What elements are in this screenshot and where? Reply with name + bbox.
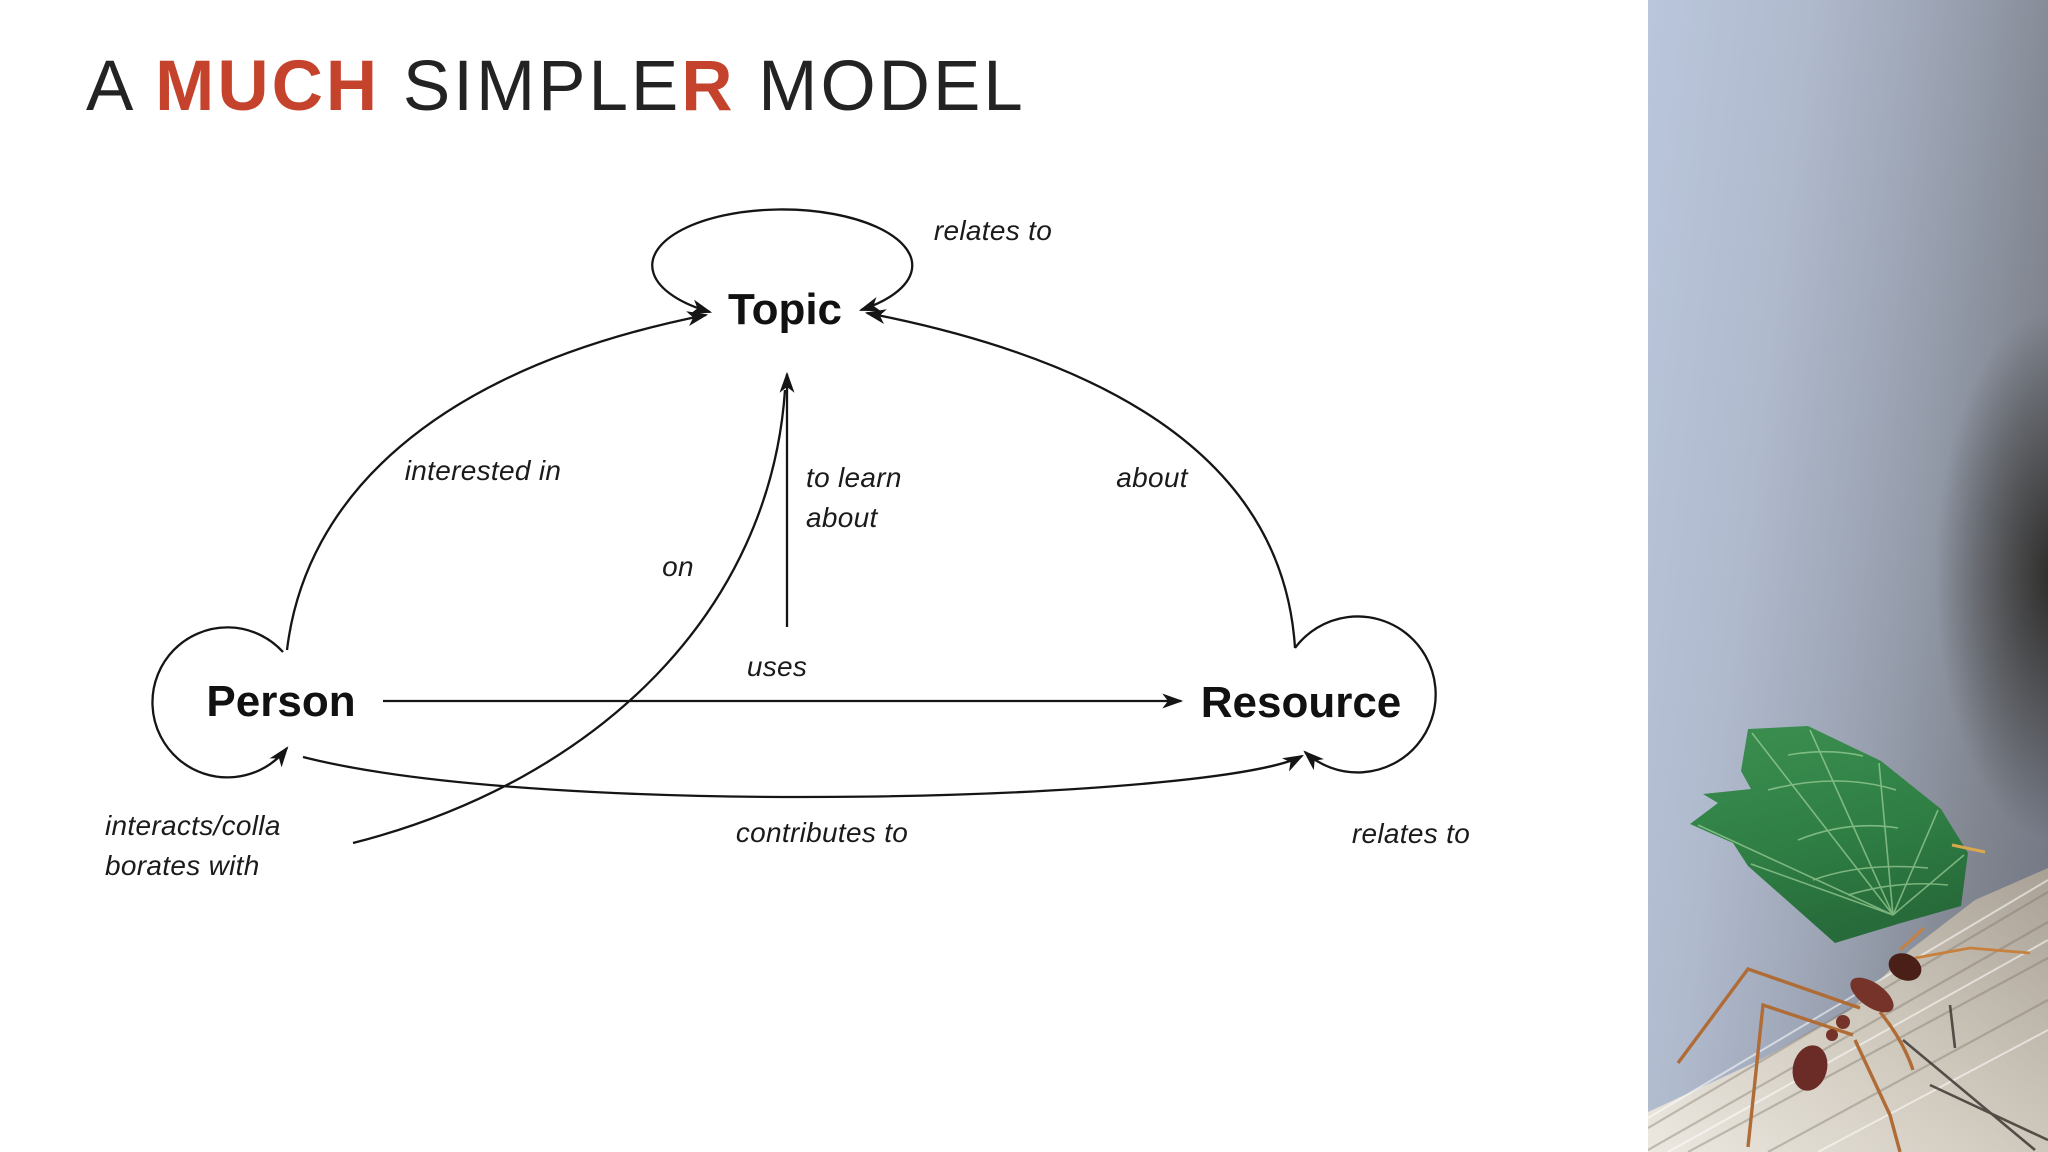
edge-person-contributes-to-resource <box>302 754 1304 799</box>
edge-on-topic <box>352 389 787 845</box>
leaf-veins <box>1697 729 1965 916</box>
edge-label-contributes-to: contributes to <box>735 817 909 849</box>
twig-lines <box>1902 1004 2048 1151</box>
node-person: Person <box>206 677 356 726</box>
title-segment: A <box>86 47 156 126</box>
edge-person-interested-in-topic <box>285 311 709 651</box>
leaf-stem <box>1951 843 1986 854</box>
title-segment-accent: MUCH <box>155 47 381 126</box>
edge-person-self-loop <box>151 626 289 779</box>
node-topic: Topic <box>727 285 843 334</box>
title-segment: SIMPLE <box>380 47 682 126</box>
ant-thorax <box>1850 977 1894 1013</box>
title-segment-accent: R <box>681 47 736 126</box>
ant-legs <box>1676 966 1915 1152</box>
edge-label-relates-to-topic: relates to <box>933 215 1053 247</box>
edge-topic-self-loop <box>651 208 914 314</box>
edge-label-uses: uses <box>746 651 808 683</box>
edge-label-to-learn-about: to learn about <box>806 462 902 533</box>
node-resource: Resource <box>1200 678 1402 727</box>
leaf <box>1690 726 1986 943</box>
edge-label-about: about <box>1116 462 1188 494</box>
ant-petiole <box>1836 1015 1850 1029</box>
ant-petiole-2 <box>1826 1029 1838 1041</box>
edge-label-on: on <box>662 551 694 583</box>
wood-branch <box>1648 868 2048 1152</box>
leafcutter-ant-photo <box>1648 0 2048 1152</box>
edge-label-interested-in: interested in <box>404 455 562 487</box>
concept-diagram <box>151 208 1437 845</box>
ant-photo-art <box>1648 726 2048 1152</box>
page-title: A MUCH SIMPLER MODEL <box>86 47 1026 126</box>
ant-antennae <box>1899 926 2031 960</box>
edge-label-relates-to-resource: relates to <box>1351 818 1471 850</box>
edge-resource-self-loop <box>1294 615 1437 774</box>
ant-gaster <box>1792 1045 1828 1091</box>
edge-label-interacts-collaborates-with: interacts/colla borates with <box>105 810 281 881</box>
title-segment: MODEL <box>735 47 1026 126</box>
edge-resource-about-topic <box>864 309 1297 649</box>
ant <box>1676 926 2031 1152</box>
ant-head <box>1888 953 1922 981</box>
